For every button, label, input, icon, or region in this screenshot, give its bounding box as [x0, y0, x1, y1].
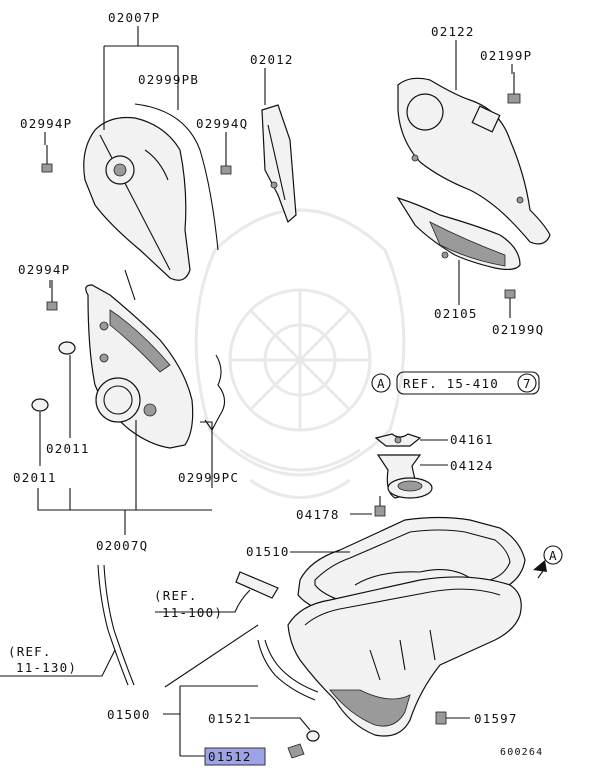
- leader-lines: [0, 26, 513, 757]
- label-02012[interactable]: 02012: [250, 52, 294, 67]
- part-dipstick-guide-2: [103, 564, 135, 686]
- footer-code: 600264: [500, 747, 543, 758]
- label-02999PC[interactable]: 02999PC: [178, 470, 239, 485]
- part-gasket-02999PC[interactable]: [204, 354, 226, 432]
- part-clip-02011-b[interactable]: [31, 398, 49, 412]
- label-02994P-b[interactable]: 02994P: [18, 262, 70, 277]
- label-02199P[interactable]: 02199P: [480, 48, 532, 63]
- ref-circle-a: A: [377, 376, 386, 391]
- part-bolt-02199P[interactable]: [507, 72, 521, 104]
- label-02011-a[interactable]: 02011: [46, 441, 90, 456]
- part-bolt-02994P-b[interactable]: [46, 280, 58, 311]
- part-gasket-04161[interactable]: [374, 433, 422, 447]
- part-gasket-small: [124, 269, 136, 301]
- label-ref-11-100-line2: 11-100): [162, 605, 223, 620]
- label-01521[interactable]: 01521: [208, 711, 252, 726]
- label-02199Q[interactable]: 02199Q: [492, 322, 544, 337]
- ref-15-410-box[interactable]: [371, 371, 540, 395]
- label-01510[interactable]: 01510: [246, 544, 290, 559]
- part-strainer-04124[interactable]: [376, 454, 433, 499]
- part-ref-11-100: [235, 571, 279, 599]
- part-bolt-01597[interactable]: [435, 711, 447, 725]
- label-02994P-a[interactable]: 02994P: [20, 116, 72, 131]
- label-ref-11-130-line2: 11-130): [16, 660, 77, 675]
- part-timing-cover-lower[interactable]: [85, 284, 194, 449]
- part-drain-plug-01512[interactable]: [287, 743, 305, 759]
- watermark-emblem: [194, 208, 406, 499]
- label-04124[interactable]: 04124: [450, 458, 494, 473]
- part-timing-cover-upper[interactable]: [83, 116, 191, 281]
- part-bolt-02199Q[interactable]: [504, 289, 516, 300]
- label-02011-b[interactable]: 02011: [13, 470, 57, 485]
- label-01512[interactable]: 01512: [208, 749, 252, 764]
- part-oil-dipstick-tube: [257, 639, 316, 701]
- part-washer-01521[interactable]: [306, 730, 320, 742]
- label-02994Q[interactable]: 02994Q: [196, 116, 248, 131]
- label-02999PB[interactable]: 02999PB: [138, 72, 199, 87]
- part-plate-02122[interactable]: [397, 77, 551, 245]
- label-02122[interactable]: 02122: [431, 24, 475, 39]
- part-clip-02011-a[interactable]: [58, 341, 76, 355]
- label-02007P[interactable]: 02007P: [108, 10, 160, 25]
- part-bolt-04178[interactable]: [374, 496, 386, 517]
- highlight-01512-box: [204, 747, 266, 766]
- part-oil-pan-01500[interactable]: [287, 576, 522, 737]
- part-plate-02105[interactable]: [396, 196, 521, 271]
- part-gasket-02999PB[interactable]: [134, 103, 219, 251]
- label-04178[interactable]: 04178: [296, 507, 340, 522]
- label-02007Q[interactable]: 02007Q: [96, 538, 148, 553]
- label-01500[interactable]: 01500: [107, 707, 151, 722]
- label-01597[interactable]: 01597: [474, 711, 518, 726]
- part-bolt-02994Q[interactable]: [220, 140, 232, 175]
- label-ref-11-100-line1: (REF.: [154, 588, 198, 603]
- part-bracket-02012[interactable]: [261, 104, 297, 224]
- ref-circle-7: 7: [523, 376, 532, 391]
- label-02105[interactable]: 02105: [434, 306, 478, 321]
- ref-circle-a2: A: [549, 548, 558, 563]
- ref-a-arrow[interactable]: [533, 545, 563, 579]
- part-dipstick-guide: [97, 564, 129, 686]
- label-ref-11-130-line1: (REF.: [8, 644, 52, 659]
- label-04161[interactable]: 04161: [450, 432, 494, 447]
- part-oil-dipstick-tube-2: [264, 639, 319, 693]
- part-bolt-02994P-a[interactable]: [41, 145, 53, 173]
- label-ref-15-410[interactable]: REF. 15-410: [403, 376, 499, 391]
